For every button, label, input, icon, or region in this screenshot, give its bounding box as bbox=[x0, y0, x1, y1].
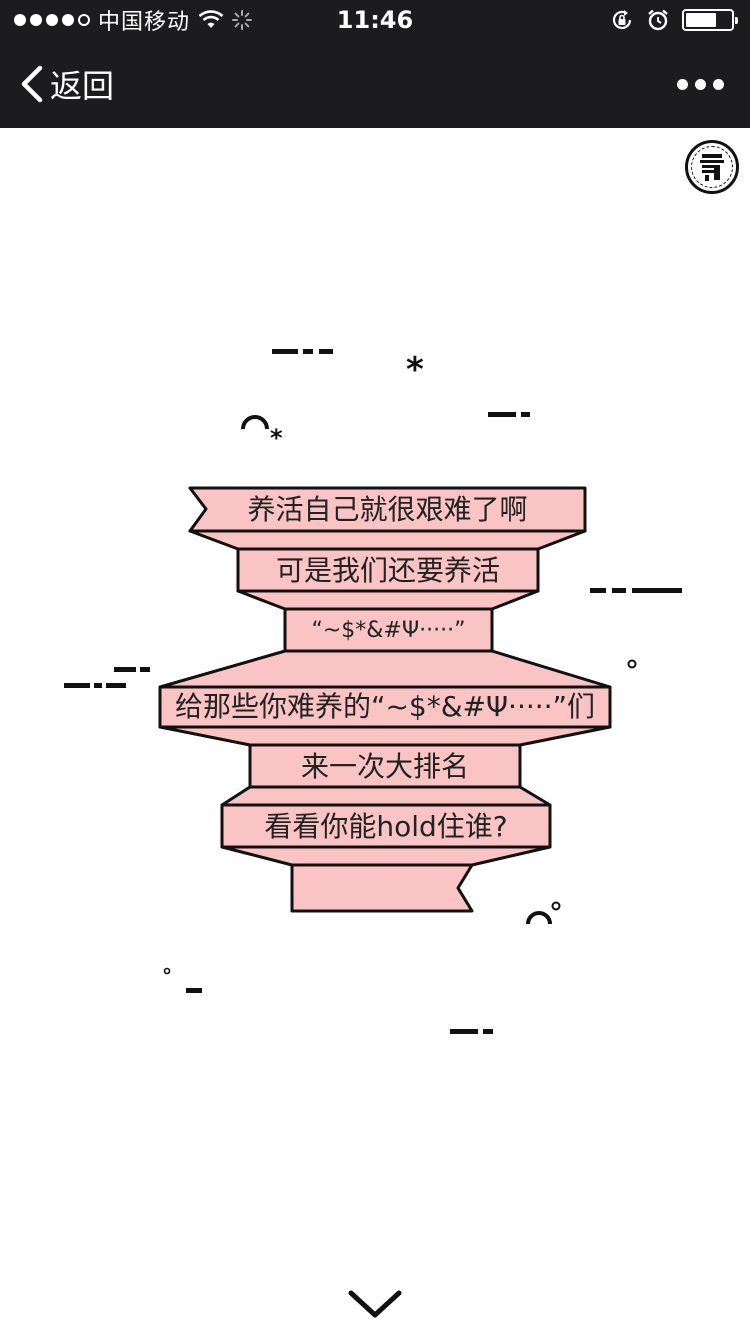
signal-strength-icon bbox=[14, 14, 90, 26]
decorative-dash bbox=[303, 349, 313, 354]
signal-dot bbox=[14, 14, 26, 26]
status-right bbox=[610, 8, 738, 32]
alarm-icon bbox=[648, 9, 668, 31]
music-toggle-button[interactable] bbox=[685, 140, 739, 194]
status-bar: 中国移动 11:46 bbox=[0, 0, 750, 40]
nav-bar: 返回 bbox=[0, 40, 750, 128]
back-label: 返回 bbox=[50, 67, 115, 105]
signal-dot bbox=[62, 14, 74, 26]
rotation-lock-icon bbox=[612, 10, 632, 29]
ribbon-fold bbox=[188, 529, 587, 551]
more-dots-icon bbox=[713, 78, 724, 90]
decorative-dash bbox=[590, 588, 606, 593]
ribbon-fold bbox=[158, 725, 612, 747]
ribbon-tail bbox=[290, 863, 474, 913]
ribbon-fold bbox=[236, 589, 540, 611]
ribbon-band bbox=[158, 685, 612, 729]
carrier-name: 中国移动 bbox=[98, 10, 191, 35]
decorative-circle bbox=[627, 659, 637, 669]
ribbon-band bbox=[188, 486, 587, 533]
ribbon-band bbox=[236, 547, 540, 593]
decorative-dash bbox=[106, 683, 126, 688]
battery-icon bbox=[682, 9, 738, 31]
decorative-star: * bbox=[270, 424, 283, 452]
decorative-dash bbox=[114, 667, 136, 672]
status-left: 中国移动 bbox=[14, 6, 253, 35]
status-time: 11:46 bbox=[336, 6, 414, 34]
decorative-dash bbox=[272, 349, 298, 354]
ribbon-line-4: 给那些你难养的“~$*&#Ψ·····”们 bbox=[174, 690, 596, 723]
decorative-dash bbox=[64, 683, 90, 688]
decorative-dash bbox=[140, 667, 150, 672]
more-options-button[interactable] bbox=[677, 68, 724, 100]
page-content: * * bbox=[0, 128, 750, 1334]
ribbon-fold bbox=[158, 649, 612, 689]
ribbon-line-6: 看看你能hold住谁? bbox=[264, 810, 508, 843]
ribbon-line-1: 养活自己就很艰难了啊 bbox=[247, 493, 528, 526]
battery-level bbox=[686, 13, 716, 27]
more-dots-icon bbox=[695, 78, 706, 90]
signal-dot bbox=[30, 14, 42, 26]
ribbon-line-3: “~$*&#Ψ·····” bbox=[311, 618, 466, 643]
ribbon-illustration bbox=[158, 486, 612, 913]
ribbon-band bbox=[248, 743, 522, 789]
chevron-down-icon[interactable] bbox=[347, 1288, 403, 1320]
decorative-dash bbox=[483, 1029, 493, 1034]
decorative-arc bbox=[241, 415, 269, 430]
decorative-dash bbox=[612, 588, 626, 593]
decorative-dash bbox=[450, 1029, 478, 1034]
wifi-icon bbox=[198, 10, 224, 28]
ribbon-bands bbox=[158, 486, 612, 913]
ribbon-band bbox=[220, 803, 552, 849]
decorative-dash bbox=[521, 412, 530, 417]
more-dots-icon bbox=[677, 78, 688, 90]
ribbon-band bbox=[283, 607, 494, 653]
chevron-left-icon bbox=[21, 65, 43, 103]
loading-spinner-icon bbox=[232, 10, 253, 30]
decorative-dash bbox=[632, 588, 682, 593]
decorative-dash bbox=[186, 988, 202, 993]
decorative-star: * bbox=[406, 350, 424, 390]
ribbon-line-2: 可是我们还要养活 bbox=[275, 554, 500, 587]
back-button[interactable]: 返回 bbox=[18, 62, 114, 106]
decorative-circle bbox=[163, 967, 171, 975]
ribbon-fold bbox=[220, 785, 552, 807]
decorative-arc bbox=[526, 901, 561, 925]
ribbon-line-5: 来一次大排名 bbox=[300, 750, 469, 783]
decorative-dash bbox=[488, 412, 516, 417]
decorative-dash bbox=[94, 683, 102, 688]
ribbon-fold bbox=[220, 845, 552, 867]
decorative-dash bbox=[319, 349, 333, 354]
signal-dot bbox=[46, 14, 58, 26]
signal-dot-empty bbox=[78, 14, 90, 26]
